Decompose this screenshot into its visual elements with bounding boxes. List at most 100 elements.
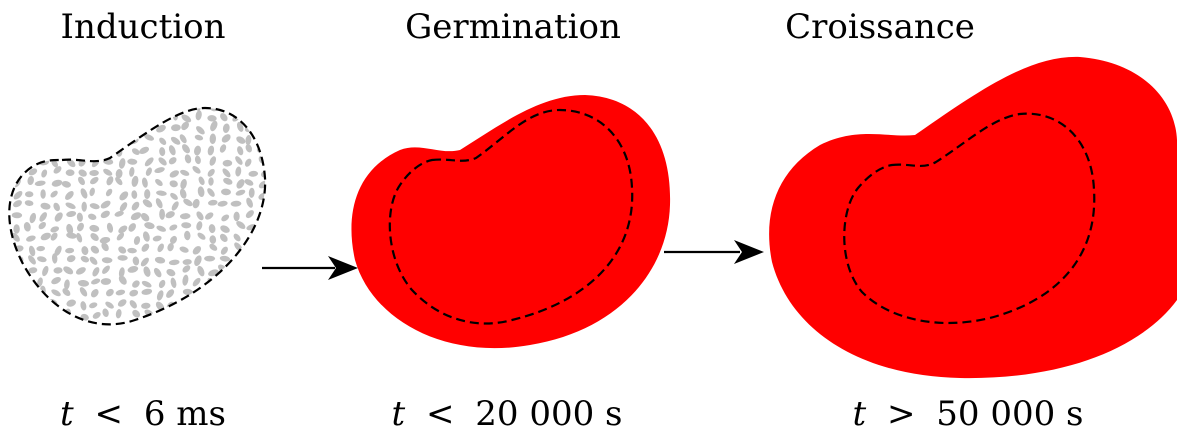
grain [248,170,258,177]
grain [196,322,204,333]
grain [142,111,154,122]
grain [131,308,142,319]
grain [182,274,189,286]
grain [132,124,142,136]
grain [247,115,259,122]
grain [193,145,202,156]
grain [37,299,47,310]
grain [248,322,258,333]
grain [65,201,77,210]
grain [141,100,149,110]
grain [100,120,111,130]
grain [195,125,207,136]
grain [165,268,176,278]
grain [41,102,48,111]
grain [219,224,231,234]
grain [152,235,162,242]
grain [99,209,111,220]
grain [140,242,151,253]
grain [143,156,155,168]
grain [235,178,246,190]
grain [50,275,62,285]
grain [247,103,259,112]
grain [27,134,36,141]
grain [196,265,206,278]
grain [118,157,126,169]
grain [168,223,178,231]
grain [66,169,75,176]
grain [207,145,215,156]
grain [182,259,192,266]
grain [26,297,38,307]
grain [133,235,141,245]
grain [219,255,230,262]
grain [261,322,269,332]
grain [34,180,46,187]
grain [0,122,6,129]
germination-time-label: t < 20 000 s [391,394,622,432]
grain [75,266,87,277]
grain [101,278,112,285]
grain [90,100,98,110]
grain [260,279,272,288]
grain [61,180,72,189]
grain [141,288,153,296]
grain [11,154,23,166]
grain [39,231,52,242]
grain [90,277,101,285]
grain [88,255,99,266]
grain [53,112,65,123]
grain [116,298,127,309]
grain [209,133,216,144]
grain [49,225,59,233]
grain [0,103,6,114]
grain [195,210,205,221]
grain [80,255,91,264]
grain [66,254,76,263]
grain [157,321,168,328]
grain [194,311,205,320]
grain [194,134,204,141]
grain [182,197,194,208]
grain [229,321,241,331]
grain [128,299,138,310]
grain [259,223,268,235]
grain [234,288,246,297]
grain [223,321,229,331]
grain [233,212,239,222]
grain [102,257,113,264]
grain [245,135,252,146]
grain [77,147,83,158]
grain [204,211,215,221]
grain [62,265,75,276]
grain [53,312,63,321]
grain [90,158,100,168]
grain [235,166,242,177]
grain [219,143,228,153]
grain [0,224,10,230]
grain [38,114,49,124]
grain [52,202,61,213]
grain [204,290,217,301]
grain [66,210,77,218]
grain [153,102,164,110]
grain [26,288,37,296]
grain [158,136,168,146]
grain [101,308,109,318]
grain [114,112,126,124]
grain [156,190,167,196]
grain [2,257,12,265]
grain [179,188,188,200]
induction-time-label: t < 6 ms [60,394,226,432]
grain [248,255,258,267]
grain [38,211,49,223]
grain [64,102,75,111]
croissance-red-zone [769,57,1177,378]
grain [180,143,191,155]
grain [0,178,11,189]
grain [65,248,74,254]
grain [53,211,64,223]
grain [0,267,10,277]
grain [87,114,99,123]
grain [179,320,189,331]
